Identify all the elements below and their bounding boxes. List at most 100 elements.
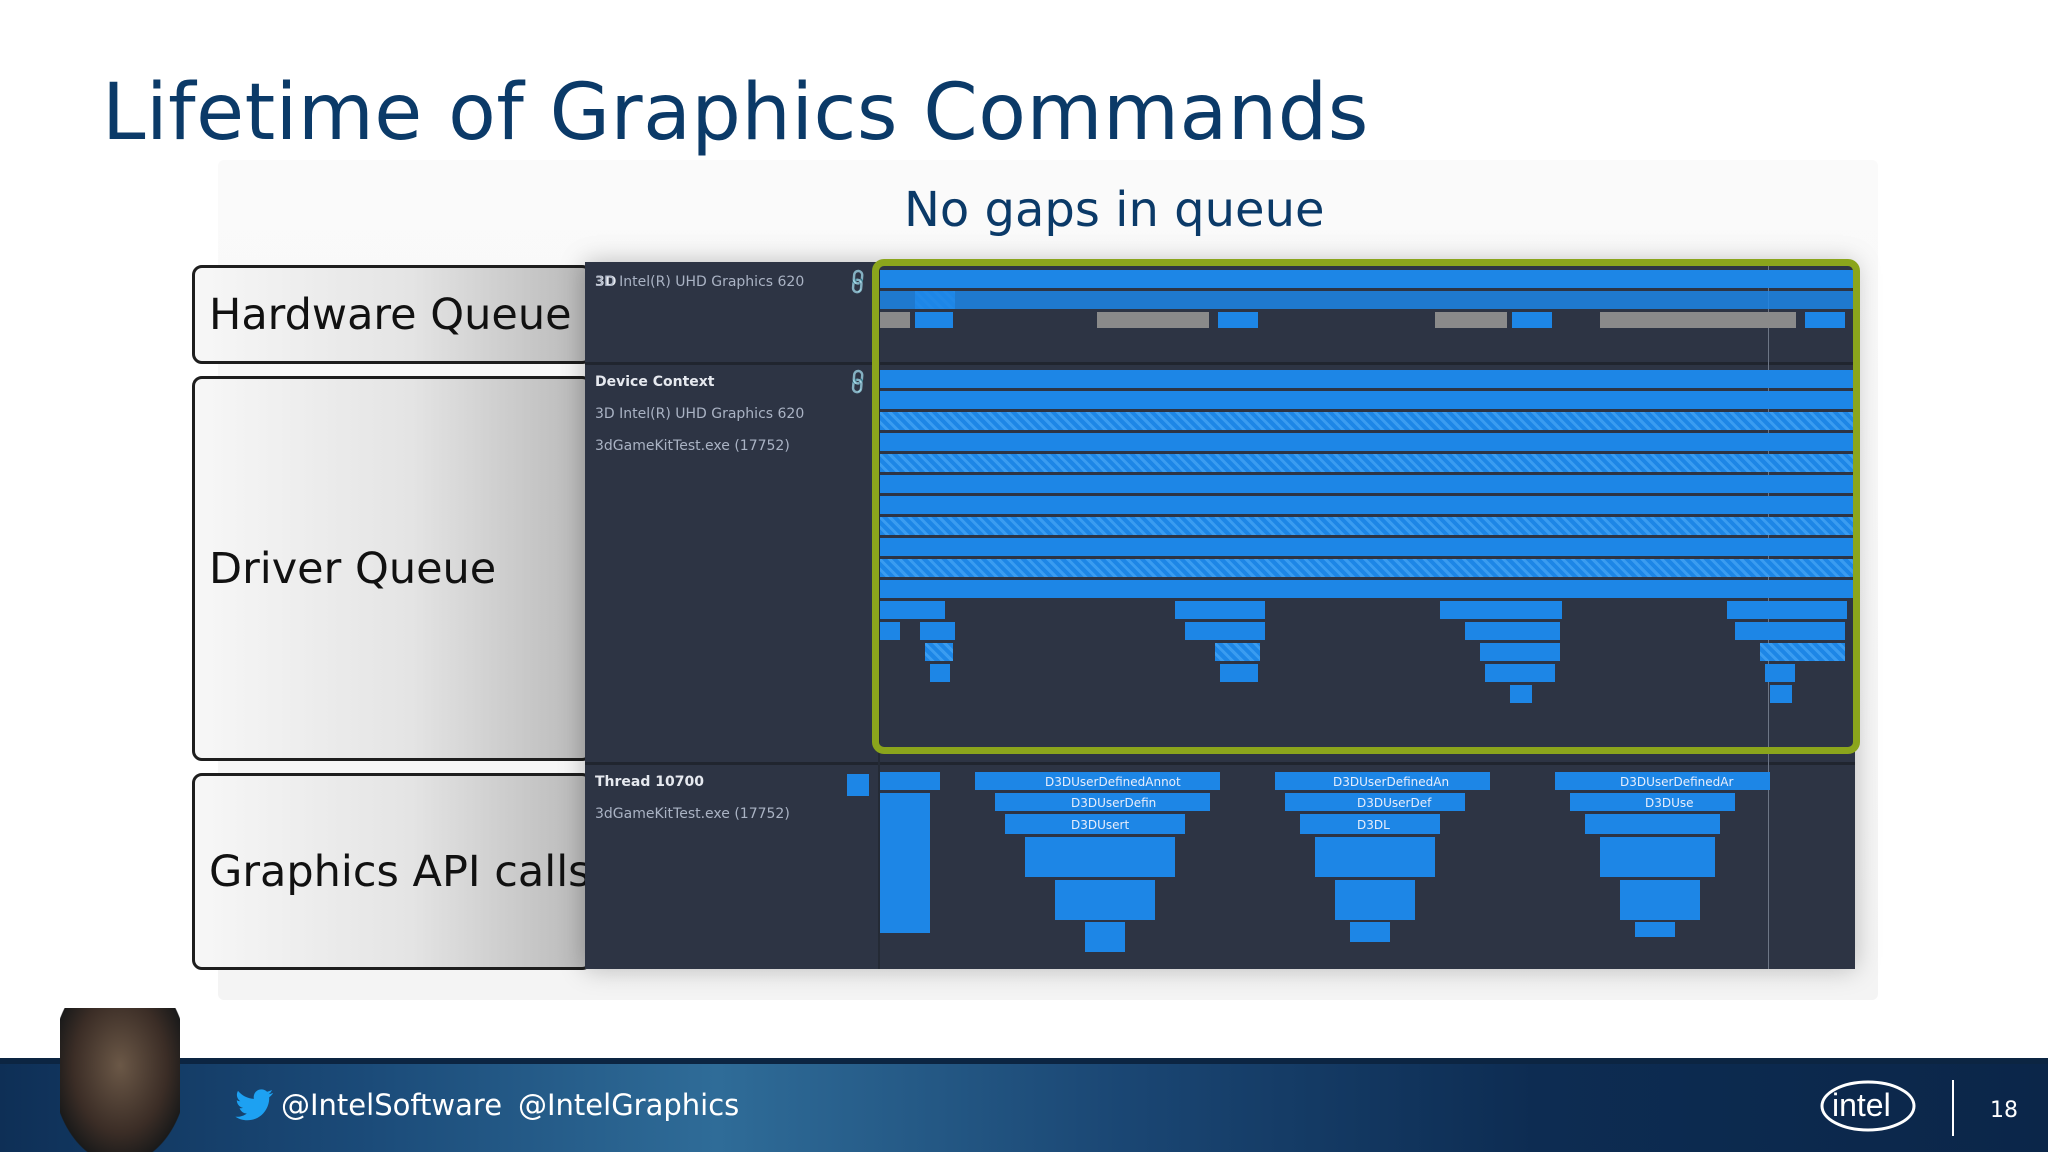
api-bar [1085, 922, 1125, 952]
label-graphics-api-text: Graphics API calls [209, 846, 591, 897]
driver-bar [880, 517, 1855, 535]
driver-bar [920, 622, 955, 640]
hw-separator [585, 362, 1855, 365]
api-label: D3DUserDef [1357, 796, 1432, 810]
page-number: 18 [1990, 1098, 2018, 1123]
hw-row-label: 3D Intel(R) UHD Graphics 620 [595, 274, 805, 290]
hw-bar [915, 312, 953, 328]
api-bar [1005, 814, 1185, 834]
footer-stripe [0, 1058, 2048, 1064]
driver-bar [1440, 601, 1562, 619]
api-bar [975, 772, 1220, 790]
api-bar [1635, 922, 1675, 937]
label-driver-queue-text: Driver Queue [209, 543, 497, 594]
label-hardware-queue: Hardware Queue [192, 265, 592, 364]
api-bar [1570, 793, 1735, 811]
twitter-icon [235, 1089, 273, 1121]
hw-idle-bar [1435, 312, 1507, 328]
hw-idle-bar [1600, 312, 1796, 328]
api-bar [1285, 793, 1465, 811]
driver-bar [880, 496, 1855, 514]
api-bar [1275, 772, 1490, 790]
api-label: D3DL [1357, 818, 1390, 832]
api-bar [1555, 772, 1770, 790]
api-bar [880, 793, 930, 933]
driver-bar [1485, 664, 1555, 682]
driver-bar [880, 412, 1855, 430]
driver-bar [880, 538, 1855, 556]
driver-bar [1220, 664, 1258, 682]
intel-logo-text: intel [1832, 1087, 1891, 1123]
api-bar [1055, 880, 1155, 920]
thread-process-label: 3dGameKitTest.exe (17752) [595, 806, 790, 822]
driver-bar [1175, 601, 1265, 619]
driver-bar [880, 391, 1855, 409]
api-label: D3DUserDefinedAn [1333, 775, 1450, 789]
device-process-label: 3dGameKitTest.exe (17752) [595, 438, 790, 454]
driver-bar [1765, 664, 1795, 682]
label-graphics-api: Graphics API calls [192, 773, 592, 970]
driver-bar [880, 370, 1855, 388]
driver-bar [880, 559, 1855, 577]
api-bar [1600, 837, 1715, 877]
device-context-label: Device Context [595, 374, 715, 390]
api-label: D3DUserDefinedAr [1620, 775, 1734, 789]
slide-title: Lifetime of Graphics Commands [102, 68, 1369, 158]
driver-bar [880, 622, 900, 640]
driver-bar [880, 475, 1855, 493]
api-label: D3DUserDefin [1071, 796, 1157, 810]
driver-bar [1480, 643, 1560, 661]
driver-separator [585, 762, 1855, 765]
api-bar [1620, 880, 1700, 920]
gpu-timeline-screenshot: 3D 3D Intel(R) UHD Graphics 620 🔗 Device… [585, 262, 1855, 969]
hw-bar [1512, 312, 1552, 328]
api-bar [1335, 880, 1415, 920]
api-label: D3DUsert [1071, 818, 1130, 832]
driver-bar [880, 433, 1855, 451]
driver-bar [1510, 685, 1532, 703]
driver-bar [880, 601, 945, 619]
footer-banner [0, 1058, 2048, 1152]
hw-idle-bar [1097, 312, 1209, 328]
api-bar [1350, 922, 1390, 942]
hw-bar [1805, 312, 1845, 328]
no-gaps-highlight [872, 259, 1860, 754]
footer-divider [1952, 1080, 1954, 1136]
hw-bar [880, 270, 1855, 288]
panel-divider [878, 262, 880, 969]
twitter-handle-software[interactable]: @IntelSoftware [281, 1088, 503, 1122]
api-bar [1300, 814, 1440, 834]
api-label: D3DUserDefinedAnnot [1045, 775, 1181, 789]
driver-bar [1215, 643, 1260, 661]
callout-no-gaps: No gaps in queue [904, 182, 1325, 238]
twitter-handle-graphics[interactable]: @IntelGraphics [518, 1088, 740, 1122]
intel-logo: intel [1820, 1080, 1916, 1132]
thread-label: Thread 10700 [595, 774, 704, 790]
device-gpu-label: 3D Intel(R) UHD Graphics 620 [595, 406, 805, 422]
api-bar [1585, 814, 1720, 834]
link-icon[interactable]: 🔗 [842, 367, 874, 398]
driver-bar [930, 664, 950, 682]
label-driver-queue: Driver Queue [192, 376, 592, 761]
driver-bar [1770, 685, 1792, 703]
label-hardware-queue-text: Hardware Queue [209, 289, 572, 340]
driver-bar [1465, 622, 1560, 640]
link-icon[interactable]: 🔗 [842, 267, 874, 298]
driver-bar [925, 643, 953, 661]
hw-row-prefix: 3D [595, 274, 617, 290]
api-bar [1025, 837, 1175, 877]
thread-color-swatch [847, 774, 869, 796]
driver-bar [1727, 601, 1847, 619]
hw-bar [880, 291, 1855, 309]
character-portrait [60, 1008, 180, 1152]
api-bar [995, 793, 1210, 811]
driver-bar [1760, 643, 1845, 661]
api-bar [1315, 837, 1435, 877]
driver-bar [880, 454, 1855, 472]
api-label: D3DUse [1645, 796, 1694, 810]
api-bar [880, 772, 940, 790]
hw-idle-bar [880, 312, 910, 328]
driver-bar [880, 580, 1855, 598]
hw-bar [1218, 312, 1258, 328]
driver-bar [1185, 622, 1265, 640]
